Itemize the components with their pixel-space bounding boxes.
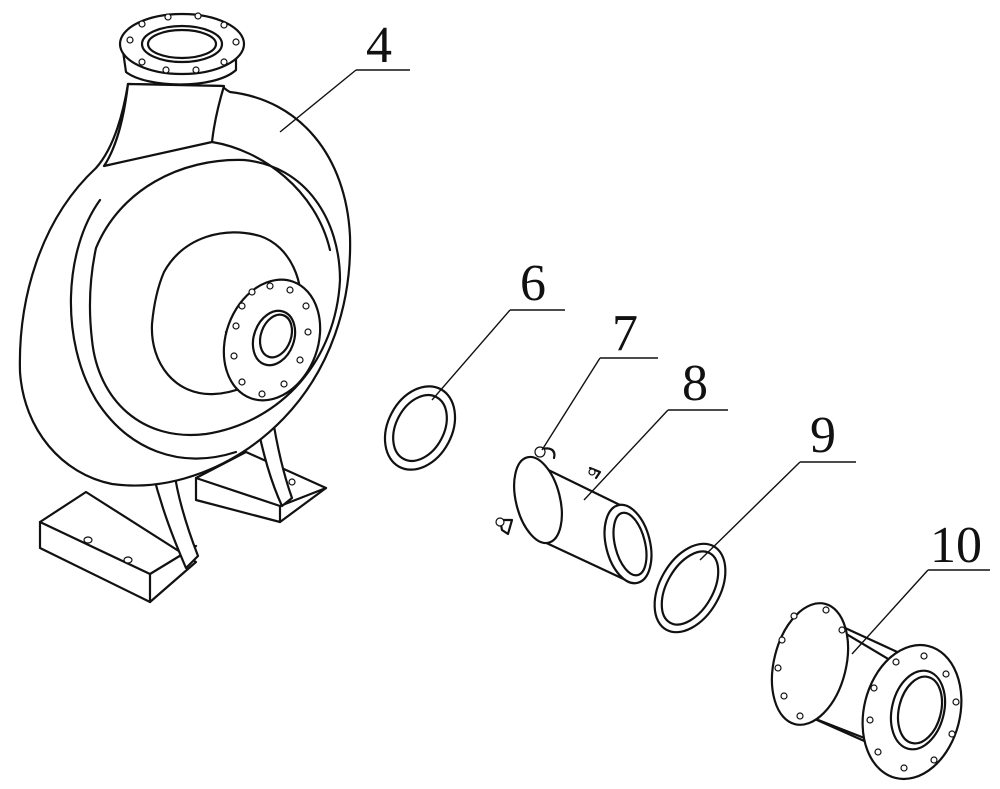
pump-foot-right (194, 450, 328, 524)
leader-6 (431, 309, 565, 401)
gasket-6 (383, 385, 457, 471)
label-8: 8 (682, 355, 708, 412)
leader-8 (583, 409, 728, 501)
pump-casing (18, 12, 352, 604)
leader-lines (279, 69, 990, 655)
pump-foot-left (38, 490, 198, 604)
leader-7 (541, 357, 658, 451)
label-7: 7 (612, 305, 638, 362)
pipe-10 (770, 602, 963, 781)
label-4: 4 (366, 17, 392, 74)
label-9: 9 (810, 407, 836, 464)
discharge-flange (118, 12, 246, 86)
suction-flange (222, 278, 322, 402)
label-10: 10 (930, 517, 982, 574)
leader-9 (699, 461, 856, 561)
leader-4 (279, 69, 410, 133)
gasket-9 (653, 542, 727, 634)
label-6: 6 (520, 255, 546, 312)
leader-10 (851, 569, 990, 655)
sleeve-8 (513, 455, 653, 585)
